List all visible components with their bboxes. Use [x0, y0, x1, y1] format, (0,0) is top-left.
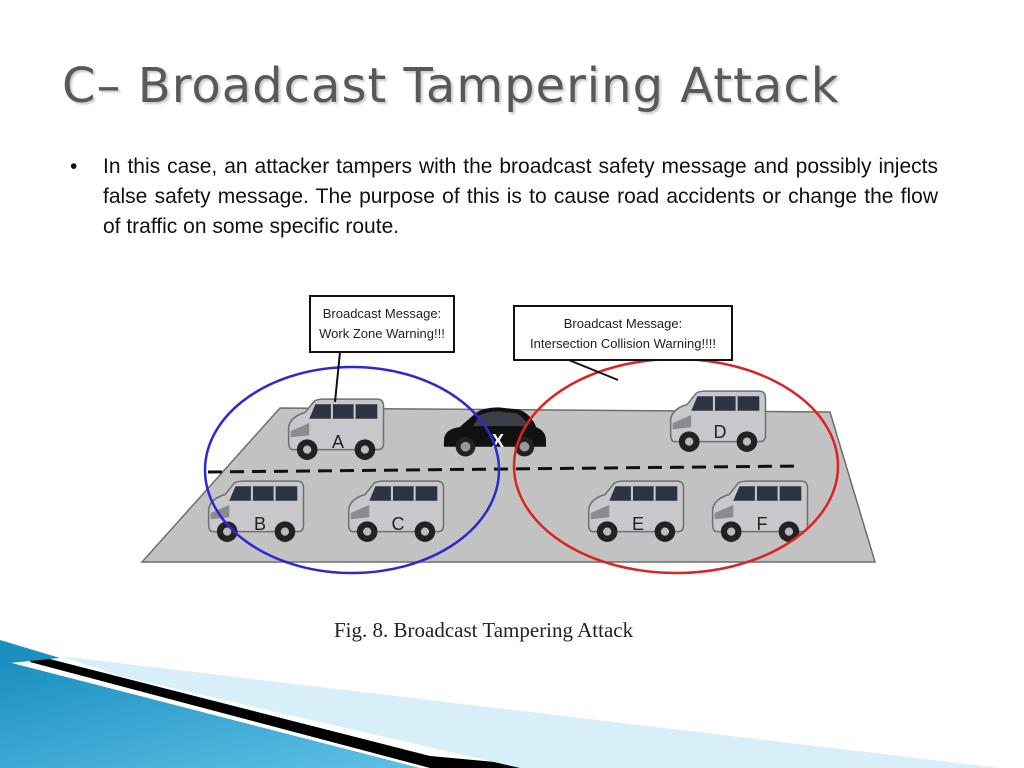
vehicle-f: F: [711, 480, 809, 543]
vehicle-e: E: [587, 480, 685, 543]
lane-divider: [207, 464, 803, 474]
left-broadcast-zone: [203, 365, 501, 575]
slide-decoration: [0, 640, 1000, 768]
callout-intersection: Broadcast Message: Intersection Collisio…: [513, 305, 733, 381]
figure-caption: Fig. 8. Broadcast Tampering Attack: [334, 618, 634, 642]
vehicle-c: C: [347, 480, 445, 543]
callout-work-zone: Broadcast Message: Work Zone Warning!!!: [309, 295, 455, 403]
bullet-marker: •: [70, 155, 78, 178]
vehicle-b: B: [207, 480, 305, 543]
callout-intersection-line1: Broadcast Message:: [564, 316, 683, 331]
vehicle-c-label: C: [392, 514, 405, 534]
broadcast-tampering-diagram: A D B C E F X Broadcast Message: Work Zo…: [140, 295, 877, 575]
bullet-item: • In this case, an attacker tampers with…: [70, 152, 938, 242]
callout-work-zone-line1: Broadcast Message:: [323, 306, 442, 321]
slide-title: C– Broadcast Tampering Attack: [62, 58, 840, 114]
vehicle-f-label: F: [757, 514, 768, 534]
vehicle-a: A: [287, 398, 385, 461]
vehicle-b-label: B: [254, 514, 266, 534]
callout-work-zone-line2: Work Zone Warning!!!: [319, 326, 445, 341]
vehicle-d-label: D: [714, 422, 727, 442]
callout-intersection-line2: Intersection Collision Warning!!!!: [530, 336, 716, 351]
bullet-text: In this case, an attacker tampers with t…: [103, 155, 938, 238]
vehicle-e-label: E: [632, 514, 644, 534]
vehicle-d: D: [669, 390, 767, 453]
vehicle-a-label: A: [332, 432, 344, 452]
